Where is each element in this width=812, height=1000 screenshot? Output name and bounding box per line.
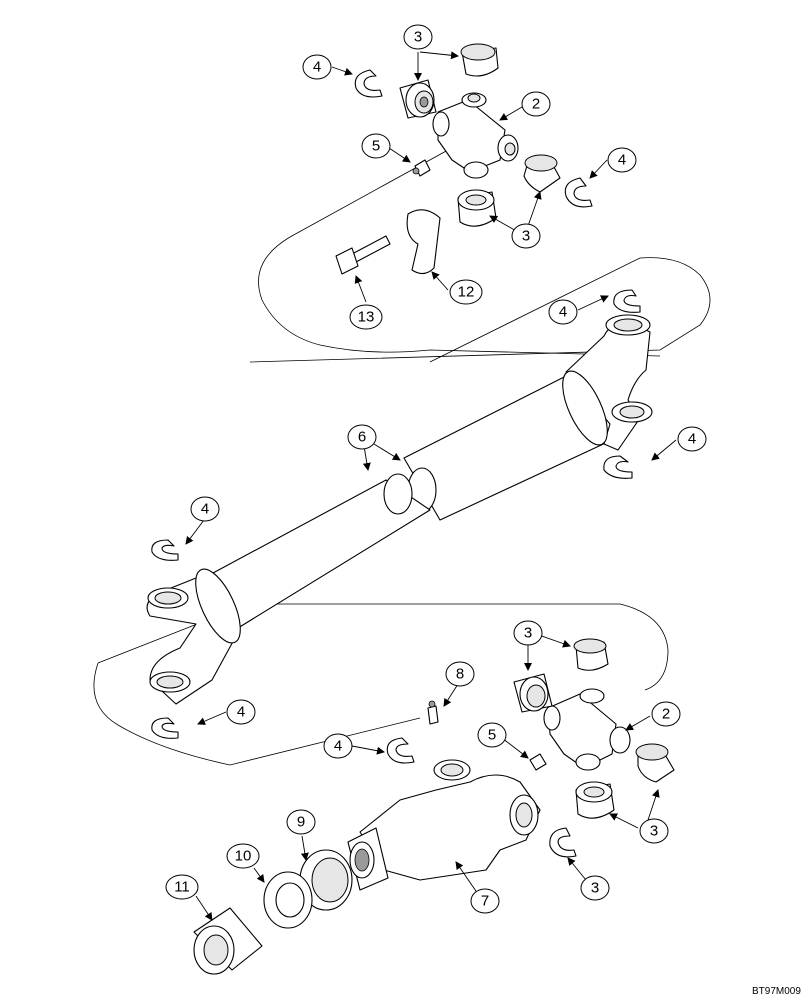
snap-ring-lower-left <box>151 717 179 739</box>
leader-lines <box>185 51 677 921</box>
callout-9: 9 <box>286 809 316 835</box>
callout-label: 4 <box>559 304 567 321</box>
callout-4-upper-right: 4 <box>607 147 637 173</box>
callout-4-tube-top: 4 <box>548 299 578 325</box>
lower-grease-fitting <box>427 700 439 725</box>
callout-label: 12 <box>458 284 475 301</box>
lower-bearing-cap-top <box>573 638 609 671</box>
upper-cross-spider <box>432 92 519 179</box>
upper-bearing-cap-bottom <box>457 189 497 227</box>
upper-snap-ring-left <box>354 69 383 98</box>
upper-bearing-cap-right <box>523 154 561 193</box>
u-bolt-strap <box>406 209 441 275</box>
slip-yoke <box>347 759 541 891</box>
lower-bearing-cap-bottom <box>575 781 615 819</box>
callout-label: 4 <box>618 152 626 169</box>
callout-5-upper: 5 <box>361 133 391 159</box>
callout-13: 13 <box>349 304 383 330</box>
callout-label: 4 <box>334 738 342 755</box>
callout-7: 7 <box>470 888 500 914</box>
upper-grease-fitting <box>412 159 431 177</box>
callout-label: 6 <box>358 429 366 446</box>
callout-label: 13 <box>358 309 375 326</box>
driveshaft-rear-yoke <box>562 314 653 451</box>
washer <box>263 871 313 929</box>
callout-3-upper-top: 3 <box>403 24 433 50</box>
callout-5-lower: 5 <box>477 722 507 748</box>
callout-3-upper-bottom: 3 <box>511 223 541 249</box>
callout-10: 10 <box>226 843 260 869</box>
callout-4-lower-right: 3 <box>580 875 610 901</box>
callout-label: 3 <box>522 228 530 245</box>
callout-4-upper-left: 4 <box>302 54 332 80</box>
callout-label: 4 <box>688 431 696 448</box>
cap-screw <box>335 235 391 275</box>
callout-label: 11 <box>174 879 190 896</box>
callout-label: 5 <box>488 727 496 744</box>
callout-label: 3 <box>591 880 599 897</box>
callout-label: 9 <box>297 814 305 831</box>
callout-label: 5 <box>372 138 380 155</box>
lower-grease-fitting-cross <box>529 753 547 771</box>
seal-ring <box>299 849 353 911</box>
callout-4-lower-left: 4 <box>323 733 353 759</box>
upper-snap-ring-right <box>564 177 593 208</box>
upper-group-outline <box>258 149 661 357</box>
upper-bearing-cap-left <box>399 79 437 119</box>
callout-4-tube-left: 4 <box>190 496 220 522</box>
callout-label: 4 <box>237 704 245 721</box>
callout-label: 7 <box>481 893 489 910</box>
snap-ring-mid-right <box>603 455 633 479</box>
callout-label: 2 <box>532 96 540 113</box>
lower-bearing-cap-right <box>635 743 675 783</box>
callout-label: 8 <box>456 666 464 683</box>
callout-4-tube-bottom: 4 <box>226 699 256 725</box>
callout-label: 2 <box>662 706 670 723</box>
dust-cap <box>193 907 263 975</box>
upper-bearing-cap-top <box>460 43 499 77</box>
callout-4-tube-right: 4 <box>677 426 707 452</box>
callout-label: 4 <box>313 59 321 76</box>
callout-label: 3 <box>524 625 532 642</box>
callout-label: 3 <box>414 29 422 46</box>
callout-2-upper: 2 <box>521 91 551 117</box>
callout-8: 8 <box>445 661 475 687</box>
lower-group-outline-bottom <box>93 662 421 766</box>
lower-snap-ring-left <box>386 737 415 764</box>
middle-group-outline <box>249 257 711 363</box>
callout-6: 6 <box>347 424 377 450</box>
callout-3-lower-top: 3 <box>513 620 543 646</box>
drawing-code: BT97M009 <box>752 986 801 997</box>
lower-bearing-cap-left <box>513 673 553 713</box>
callout-3-lower-bottom: 3 <box>639 818 669 844</box>
callout-11: 11 <box>165 874 199 900</box>
lower-group-outline <box>97 603 669 691</box>
lower-cross-spider <box>543 688 631 771</box>
callout-label: 3 <box>650 823 658 840</box>
snap-ring-mid-left <box>151 539 179 561</box>
lower-snap-ring-right <box>549 827 577 858</box>
driveshaft-front-tube <box>199 473 431 629</box>
callout-2-lower: 2 <box>651 701 681 727</box>
callout-label: 10 <box>235 848 252 865</box>
callout-12: 12 <box>449 279 483 305</box>
driveshaft-front-yoke <box>146 568 241 705</box>
snap-ring-upper-right <box>613 289 641 313</box>
callout-label: 4 <box>201 501 209 518</box>
